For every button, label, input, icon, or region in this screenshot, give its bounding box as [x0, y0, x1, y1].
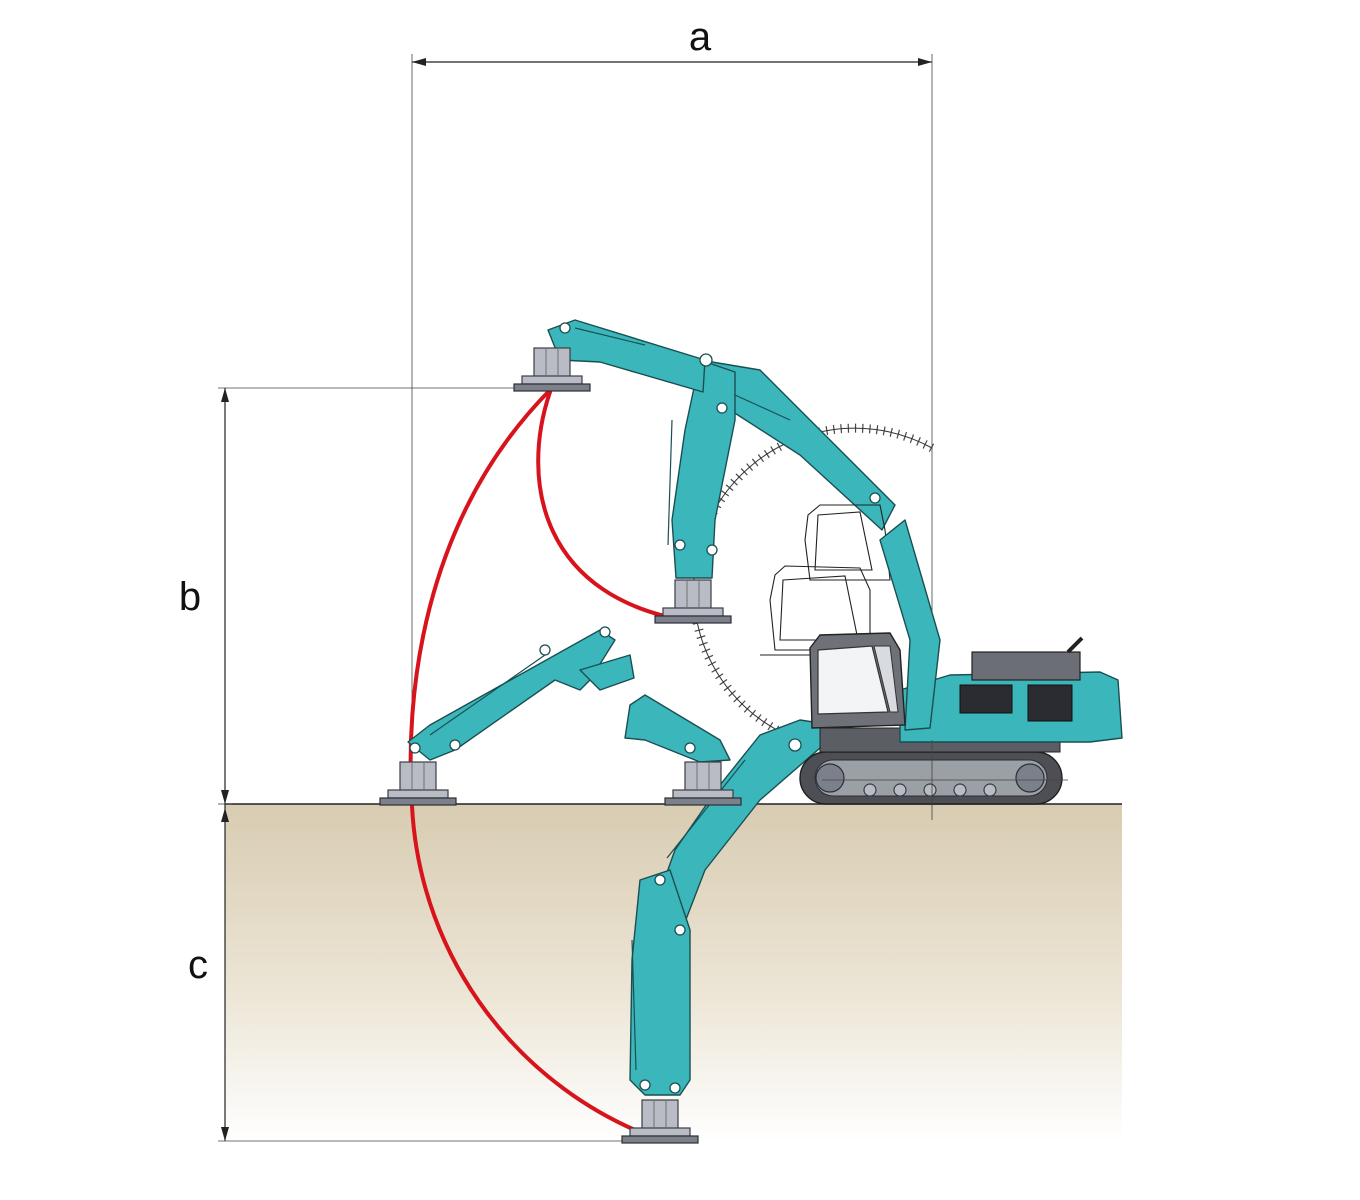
cab: [809, 632, 906, 729]
counterweight-grille: [1027, 684, 1073, 722]
arm-pose-ground-center: [624, 694, 742, 806]
excavator: [799, 519, 1123, 805]
outer-trajectory-curve: [408, 386, 662, 1142]
dimension-c-label: c: [188, 943, 208, 987]
boom-main: [879, 519, 941, 731]
dimension-c: c: [188, 804, 660, 1142]
inner-trajectory-curve: [536, 390, 697, 624]
attachment-ground-left: [379, 761, 457, 806]
dimension-a-label: a: [689, 15, 712, 59]
side-panel-grille: [959, 684, 1013, 714]
dimension-b: b: [179, 387, 552, 805]
dimension-b-label: b: [179, 575, 201, 619]
engine-hood: [971, 651, 1081, 681]
crawler-track: [799, 751, 1063, 805]
attachment-mid-right: [654, 579, 732, 624]
tool-trajectory: [408, 386, 697, 1142]
arm-pose-high: [513, 319, 896, 624]
exhaust-pipe: [1066, 636, 1084, 654]
arm-pose-ground-reach: [379, 626, 635, 806]
